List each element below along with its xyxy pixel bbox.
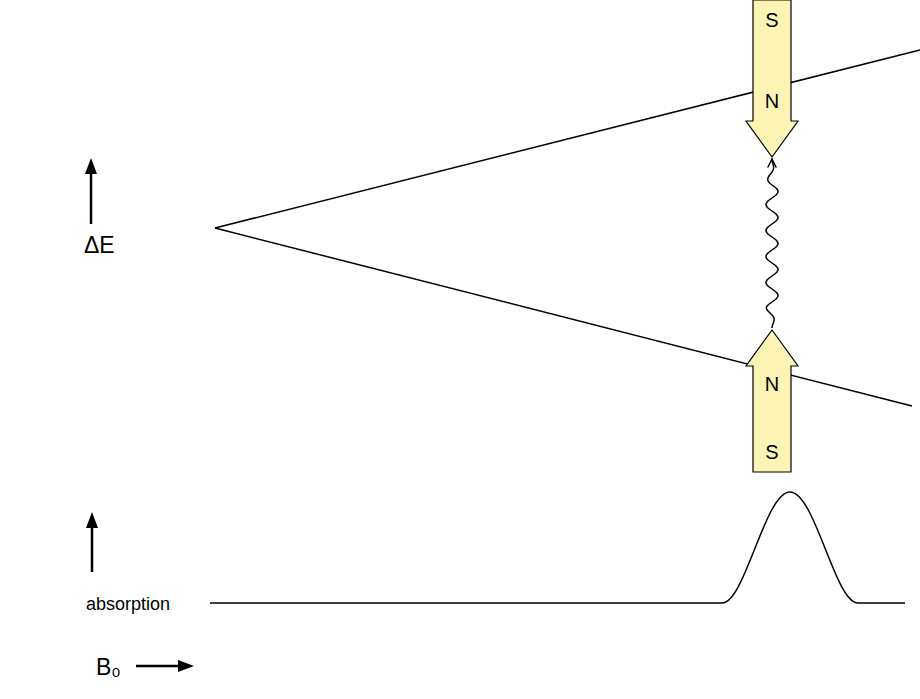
upper-energy-level <box>215 50 920 228</box>
magnet-outline <box>746 330 798 472</box>
bar-magnet: NS <box>746 330 798 472</box>
axis-arrowhead <box>85 158 97 174</box>
axis-arrow <box>90 170 93 224</box>
pole-letter: N <box>765 374 779 394</box>
pole-letter: S <box>765 10 778 30</box>
field-label: B₀ <box>96 654 121 681</box>
axis-arrow <box>136 665 180 668</box>
axis-label: ΔE <box>84 232 115 259</box>
axis-arrowhead <box>178 660 194 672</box>
pole-letter: S <box>765 442 778 462</box>
magnet-outline <box>746 0 798 157</box>
photon-wave-arrow <box>766 159 778 328</box>
axis-label: absorption <box>86 594 170 615</box>
axis-arrow <box>91 524 94 572</box>
pole-letter: N <box>765 91 779 111</box>
bar-magnet: SN <box>746 0 798 157</box>
axis-arrowhead <box>86 512 98 528</box>
absorption-spectrum <box>210 492 905 603</box>
lower-energy-level <box>215 228 912 406</box>
